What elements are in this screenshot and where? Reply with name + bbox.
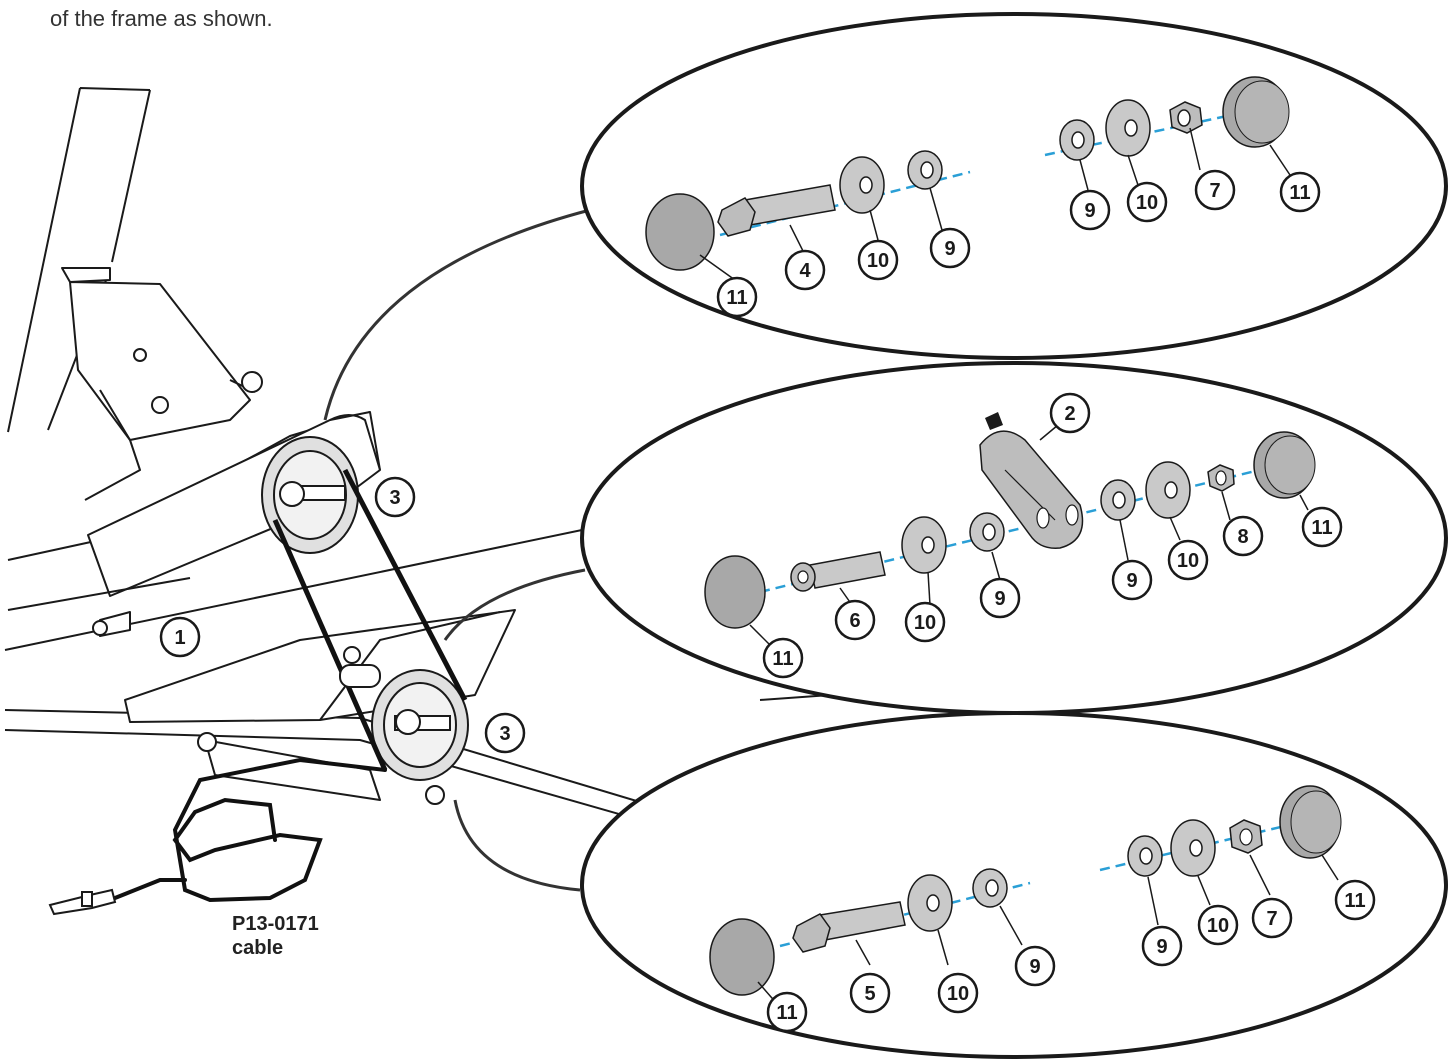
- callout-circle: [1279, 171, 1321, 213]
- callout-circle: [857, 239, 899, 281]
- callout-bolt-bottom: 5: [849, 972, 891, 1014]
- callout-number: 3: [389, 487, 400, 509]
- callout-cap: 11: [1301, 506, 1343, 548]
- callout-shoulder-bolt: 6: [834, 599, 876, 641]
- lower-pulley: [371, 669, 469, 781]
- callout-labels: 1 2 3 3 4 5 6 7 7 8 9 9 9 9 9 9 10 10 10 10 10 10 11 11 11 11 11 11: [159, 169, 1376, 1033]
- callout-washer-large: 10: [857, 239, 899, 281]
- callout-washer-small: 9: [929, 227, 971, 269]
- drive-belt: [272, 468, 468, 772]
- callout-circle: [762, 637, 804, 679]
- callout-number: 11: [1344, 890, 1365, 912]
- detail-bubble-bottom: [580, 711, 1448, 1059]
- callout-washer-large: 10: [1126, 181, 1168, 223]
- callout-number: 7: [1266, 908, 1277, 930]
- callout-nut: 7: [1194, 169, 1236, 211]
- callout-circle: [1014, 945, 1056, 987]
- callout-circle: [1251, 897, 1293, 939]
- callout-number: 9: [1029, 956, 1040, 978]
- callout-circle: [904, 601, 946, 643]
- callout-washer-small: 9: [1111, 559, 1153, 601]
- callout-number: 10: [867, 250, 889, 272]
- callout-number: 11: [772, 648, 793, 670]
- callout-circle: [1069, 189, 1111, 231]
- callout-cap: 11: [1334, 879, 1376, 921]
- callout-number: 6: [849, 610, 860, 632]
- callout-washer-large: 10: [1197, 904, 1239, 946]
- callout-washer-small: 9: [1014, 945, 1056, 987]
- callout-cap: 11: [766, 991, 808, 1033]
- callout-circle: [849, 972, 891, 1014]
- sensor-mount: [339, 646, 381, 688]
- callout-number: 4: [799, 260, 811, 282]
- callout-circle: [1334, 879, 1376, 921]
- callout-number: 9: [994, 588, 1005, 610]
- callout-frame: 1: [159, 616, 201, 658]
- callout-sensor: 2: [1049, 392, 1091, 434]
- p13-0171-cable: [108, 757, 387, 903]
- callout-washer-large: 10: [1167, 539, 1209, 581]
- callout-circle: [1049, 392, 1091, 434]
- callout-circle: [1167, 539, 1209, 581]
- callout-number: 2: [1064, 403, 1075, 425]
- callout-circle: [374, 476, 416, 518]
- callout-number: 3: [499, 723, 510, 745]
- cable-connector: [48, 888, 117, 916]
- callout-number: 10: [1207, 915, 1229, 937]
- callout-number: 10: [947, 983, 969, 1005]
- instruction-caption: of the frame as shown.: [50, 6, 273, 31]
- callout-circle: [834, 599, 876, 641]
- callout-number: 8: [1237, 526, 1248, 548]
- callout-washer-small: 9: [979, 577, 1021, 619]
- callout-number: 11: [726, 287, 747, 309]
- callout-circle: [1194, 169, 1236, 211]
- callout-nut: 7: [1251, 897, 1293, 939]
- callout-number: 10: [1177, 550, 1199, 572]
- callout-number: 10: [1136, 192, 1158, 214]
- callout-washer-small: 9: [1069, 189, 1111, 231]
- callout-pulley: 3: [374, 476, 416, 518]
- callout-circle: [159, 616, 201, 658]
- callout-cap: 11: [716, 276, 758, 318]
- callout-circle: [766, 991, 808, 1033]
- callout-circle: [484, 712, 526, 754]
- callout-number: 5: [864, 983, 875, 1005]
- callout-number: 10: [914, 612, 936, 634]
- cable-label: P13-0171 cable: [232, 912, 319, 960]
- callout-circle: [1301, 506, 1343, 548]
- callout-circle: [716, 276, 758, 318]
- callout-number: 7: [1209, 180, 1220, 202]
- callout-cap: 11: [1279, 171, 1321, 213]
- callout-washer-large: 10: [937, 972, 979, 1014]
- callout-bolt-top: 4: [784, 249, 826, 291]
- callout-circle: [1141, 925, 1183, 967]
- callout-circle: [1111, 559, 1153, 601]
- callout-washer-large: 10: [904, 601, 946, 643]
- callout-number: 9: [1126, 570, 1137, 592]
- callout-number: 9: [1156, 936, 1167, 958]
- callout-number: 11: [1289, 182, 1310, 204]
- callout-nut-small: 8: [1222, 515, 1264, 557]
- callout-number: 9: [1084, 200, 1095, 222]
- leader-lines: [323, 208, 591, 892]
- callout-cap: 11: [762, 637, 804, 679]
- callout-circle: [1222, 515, 1264, 557]
- upper-pulley: [261, 436, 359, 554]
- callout-circle: [1126, 181, 1168, 223]
- cable-label-part-number: P13-0171: [232, 913, 319, 935]
- callout-number: 11: [1311, 517, 1332, 539]
- cable-label-text: cable: [232, 937, 284, 959]
- callout-washer-small: 9: [1141, 925, 1183, 967]
- callout-circle: [1197, 904, 1239, 946]
- callout-circle: [937, 972, 979, 1014]
- callout-number: 9: [944, 238, 955, 260]
- callout-circle: [784, 249, 826, 291]
- detail-bubble-middle: [580, 361, 1448, 715]
- callout-circle: [979, 577, 1021, 619]
- callout-pulley: 3: [484, 712, 526, 754]
- callout-circle: [929, 227, 971, 269]
- callout-number: 1: [174, 627, 185, 649]
- callout-number: 11: [776, 1002, 797, 1024]
